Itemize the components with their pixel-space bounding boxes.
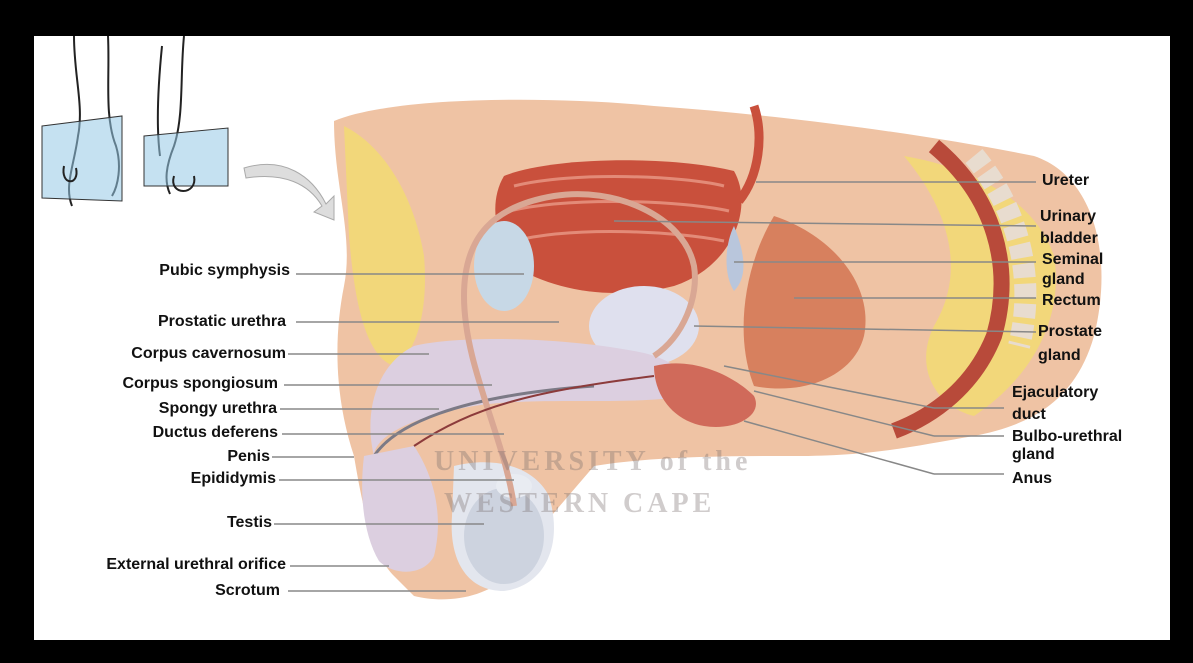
label-bulbo-urethral-gland: Bulbo-urethral gland [1012, 428, 1122, 464]
label-prostate-gland-line2: gland [1038, 344, 1102, 368]
label-bulbo-urethral-gland-line2: gland [1012, 446, 1122, 464]
label-rectum-line1: Rectum [1042, 292, 1101, 310]
orientation-inset [42, 36, 228, 206]
label-urinary-bladder-line1: Urinary [1040, 206, 1098, 228]
label-penis: Penis [227, 448, 270, 466]
label-rectum: Rectum [1042, 292, 1101, 310]
anatomy-illustration [34, 36, 1170, 640]
watermark-line1: UNIVERSITY of the [434, 446, 751, 478]
label-ejaculatory-duct: Ejaculatory duct [1012, 382, 1098, 426]
label-epididymis: Epididymis [191, 470, 276, 488]
diagram-frame: UNIVERSITY of the WESTERN CAPE Pubic sym… [34, 36, 1170, 640]
label-urinary-bladder: Urinary bladder [1040, 206, 1098, 250]
label-spongy-urethra: Spongy urethra [159, 400, 277, 418]
label-seminal-gland: Seminal gland [1042, 250, 1103, 290]
label-ureter: Ureter [1042, 172, 1089, 190]
label-pubic-symphysis: Pubic symphysis [159, 262, 290, 280]
label-ductus-deferens: Ductus deferens [153, 424, 278, 442]
label-ejaculatory-duct-line1: Ejaculatory [1012, 382, 1098, 404]
watermark-line2: WESTERN CAPE [444, 488, 715, 520]
label-anus-line1: Anus [1012, 470, 1052, 488]
label-anus: Anus [1012, 470, 1052, 488]
label-seminal-gland-line1: Seminal [1042, 250, 1103, 270]
label-ejaculatory-duct-line2: duct [1012, 404, 1098, 426]
label-ureter-line1: Ureter [1042, 172, 1089, 190]
label-prostate-gland: Prostate gland [1038, 320, 1102, 368]
label-prostate-gland-line1: Prostate [1038, 320, 1102, 344]
label-corpus-spongiosum: Corpus spongiosum [122, 375, 278, 393]
label-corpus-cavernosum: Corpus cavernosum [131, 345, 286, 363]
label-testis: Testis [227, 514, 272, 532]
orientation-arrow [244, 164, 334, 220]
label-external-urethral-orifice: External urethral orifice [106, 556, 286, 574]
label-scrotum: Scrotum [215, 582, 280, 600]
label-prostatic-urethra: Prostatic urethra [158, 313, 286, 331]
label-bulbo-urethral-gland-line1: Bulbo-urethral [1012, 428, 1122, 446]
label-urinary-bladder-line2: bladder [1040, 228, 1098, 250]
label-seminal-gland-line2: gland [1042, 270, 1103, 290]
